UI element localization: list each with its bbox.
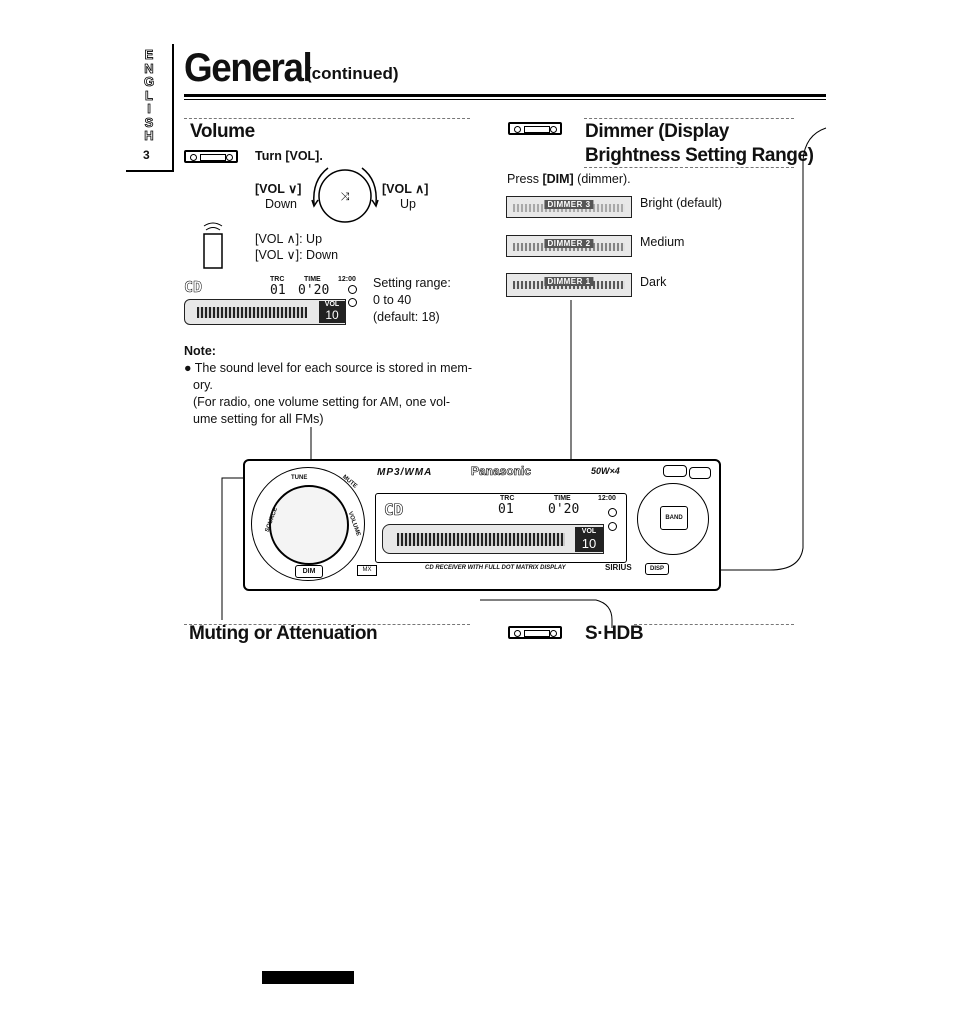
- panel-track: 01: [498, 502, 514, 517]
- faceplate: SOURCE TUNE VOLUME MUTE DIM MP3/WMA Pana…: [243, 459, 721, 591]
- range-line-3: (default: 18): [373, 310, 440, 324]
- display-track: 01: [270, 283, 286, 298]
- sirius-logo: SIRIUS: [605, 563, 632, 572]
- dim-button[interactable]: DIM: [295, 565, 323, 578]
- disc-icon: [608, 522, 617, 531]
- section-rule: [634, 624, 794, 625]
- range-line-1: Setting range:: [373, 276, 451, 290]
- band-button[interactable]: BAND: [660, 506, 688, 530]
- release-button[interactable]: [689, 467, 711, 479]
- remote-down-text: [VOL ∨]: Down: [255, 248, 339, 262]
- main-unit-icon: [508, 122, 562, 135]
- display-time: 0'20: [298, 283, 330, 298]
- disc-icon: [608, 508, 617, 517]
- eject-button[interactable]: [663, 465, 687, 477]
- mp3-wma-logo: MP3/WMA: [377, 467, 433, 478]
- vol-up-label: [VOL ∧]: [382, 182, 429, 196]
- panel-track-label: TRC: [500, 495, 515, 502]
- display-source: CD: [184, 278, 203, 297]
- turn-vol-text: Turn [VOL].: [255, 149, 323, 163]
- dimmer-lcd-bright: DIMMER 3: [506, 196, 632, 218]
- vol-down-label: [VOL ∨]: [255, 182, 302, 196]
- panel-vol-readout: VOL 10: [575, 527, 603, 552]
- dimmer-label-dark: Dark: [640, 275, 667, 289]
- dimmer-heading-line-1: Dimmer (Display: [585, 121, 729, 142]
- volume-knob[interactable]: [269, 485, 349, 565]
- note-line-3: (For radio, one volume setting for AM, o…: [193, 395, 451, 409]
- vol-down-word: Down: [265, 197, 297, 211]
- display-time-label: TIME: [304, 276, 321, 283]
- note-line-1: ● The sound level for each source is sto…: [184, 361, 473, 375]
- section-rule: [184, 118, 470, 119]
- panel-clock: 12:00: [598, 495, 616, 502]
- dimmer-heading-line-2: Brightness Setting Range): [585, 145, 814, 166]
- main-unit-icon: [184, 150, 238, 163]
- language-letters: E N G L I S H: [143, 47, 155, 143]
- knob-ring: [251, 467, 365, 581]
- redaction-bar: [262, 971, 354, 984]
- dimmer-label-medium: Medium: [640, 235, 685, 249]
- vol-readout: VOL 10: [319, 301, 345, 323]
- page-number: 3: [143, 148, 150, 162]
- panel-time-label: TIME: [554, 495, 571, 502]
- dimmer-lcd-medium: DIMMER 2: [506, 235, 632, 257]
- knob-label-tune: TUNE: [291, 475, 308, 481]
- title-rule-thin: [184, 99, 826, 100]
- display-clock: 12:00: [338, 276, 356, 283]
- dimmer-label-bright: Bright (default): [640, 196, 722, 210]
- power-label: 50W×4: [591, 466, 620, 476]
- main-unit-icon: [508, 626, 562, 639]
- display-track-label: TRC: [270, 276, 285, 283]
- note-heading: Note:: [184, 344, 216, 358]
- dimmer-lcd-dark: DIMMER 1: [506, 273, 632, 297]
- page-title: General: [184, 46, 313, 90]
- note-line-2: ory.: [193, 378, 213, 392]
- panel-time: 0'20: [548, 502, 580, 517]
- volume-knob-icon: ⤨: [311, 167, 379, 223]
- remote-control-icon: [203, 222, 223, 269]
- title-rule: [184, 94, 826, 97]
- panel-source: CD: [384, 500, 404, 520]
- disc-icon: [348, 285, 357, 294]
- direction-pad[interactable]: BAND: [637, 483, 709, 555]
- shdb-heading: S·HDB: [585, 623, 644, 644]
- panasonic-logo: Panasonic: [471, 464, 532, 479]
- callout-lines: [221, 127, 827, 628]
- disc-icon: [348, 298, 357, 307]
- svg-text:⤨: ⤨: [341, 190, 350, 203]
- range-line-2: 0 to 40: [373, 293, 412, 307]
- note-line-4: ume setting for all FMs): [193, 412, 324, 426]
- remote-up-text: [VOL ∧]: Up: [255, 232, 323, 246]
- volume-display: CD TRC 01 TIME 0'20 12:00 VOL 10: [184, 276, 366, 326]
- section-rule: [584, 118, 794, 119]
- dimmer-instruction: Press [DIM] (dimmer).: [507, 172, 631, 186]
- mx-logo: MX: [357, 565, 377, 576]
- panel-level-bar: VOL 10: [382, 524, 604, 554]
- vol-up-word: Up: [400, 197, 416, 211]
- main-display: CD TRC 01 TIME 0'20 12:00 VOL 10: [375, 493, 627, 563]
- receiver-text: CD RECEIVER WITH FULL DOT MATRIX DISPLAY: [425, 565, 566, 571]
- volume-level-bar: VOL 10: [184, 299, 346, 325]
- muting-heading: Muting or Attenuation: [189, 623, 378, 644]
- volume-heading: Volume: [190, 121, 255, 142]
- language-tab: [126, 44, 174, 172]
- section-rule: [184, 624, 470, 625]
- page-subtitle: (continued): [306, 64, 399, 83]
- section-rule: [584, 167, 794, 168]
- disp-button[interactable]: DISP: [645, 563, 669, 575]
